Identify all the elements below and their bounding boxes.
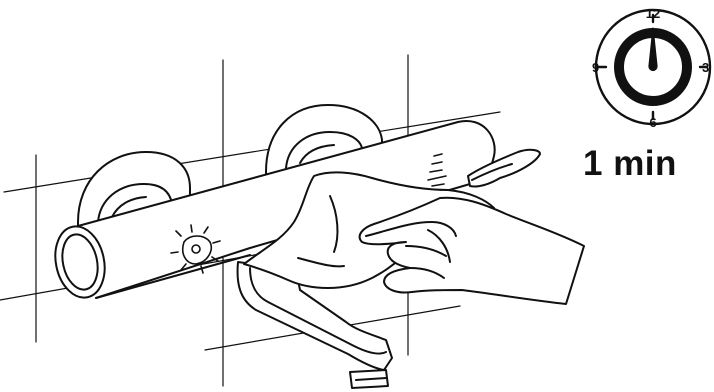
timer-clock-icon <box>596 10 710 124</box>
dial-label-12: 12 <box>646 6 660 21</box>
duration-label: 1 min <box>583 144 714 184</box>
dial-label-9: 9 <box>592 60 599 75</box>
dial-label-3: 3 <box>702 60 709 75</box>
dial-label-6: 6 <box>649 115 656 130</box>
